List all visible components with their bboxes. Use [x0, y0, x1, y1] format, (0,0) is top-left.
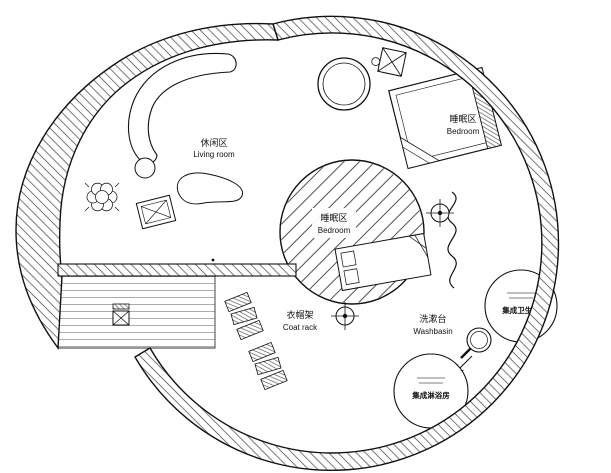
- pod-spec-fineprint: [507, 292, 535, 299]
- blanket-fold: [399, 136, 441, 169]
- shower-pod-circle: 集成淋浴房: [393, 353, 469, 429]
- label-bathroom-pod: 集成卫生间: [501, 305, 540, 315]
- terrace-deck: [58, 276, 216, 349]
- round-table: [317, 57, 371, 111]
- area-rug: [135, 194, 177, 230]
- dot-mark: [211, 258, 215, 262]
- coffee-table: [176, 172, 244, 205]
- bed-center: [334, 232, 432, 292]
- building-outer-spiral-wall: [15, 22, 279, 350]
- label-living-room-en: Living room: [193, 150, 235, 159]
- label-bedroom-center-en: Bedroom: [318, 226, 351, 235]
- label-living-room-zh: 休闲区: [200, 137, 227, 148]
- curtain-squiggle: [447, 191, 457, 289]
- folding-table-x-icon: [371, 47, 407, 77]
- label-bedroom-upper-zh: 睡眠区: [449, 113, 476, 124]
- label-bedroom-center-zh: 睡眠区: [320, 212, 347, 223]
- label-coat-rack-en: Coat rack: [283, 323, 318, 332]
- survey-point-icon: [331, 302, 359, 330]
- pod-spec-fineprint: [417, 377, 445, 384]
- label-shower-pod: 集成淋浴房: [411, 390, 450, 400]
- label-coat-rack-zh: 衣帽架: [286, 309, 313, 320]
- main-wall-ring: [134, 15, 560, 472]
- survey-point-icon: [426, 199, 454, 227]
- label-washbasin-zh: 洗漱台: [419, 313, 446, 324]
- sofa: [127, 52, 237, 164]
- label-washbasin-en: Washbasin: [413, 327, 452, 336]
- label-backplate: [312, 208, 356, 238]
- label-bedroom-upper-en: Bedroom: [447, 127, 480, 136]
- stool-icon: [112, 303, 130, 326]
- washbasin-icon: [460, 327, 492, 359]
- sofa-side-table: [134, 157, 156, 179]
- partition-wall: [57, 263, 297, 277]
- coat-rack-shelves: [224, 291, 288, 391]
- plant-icon: [84, 182, 120, 212]
